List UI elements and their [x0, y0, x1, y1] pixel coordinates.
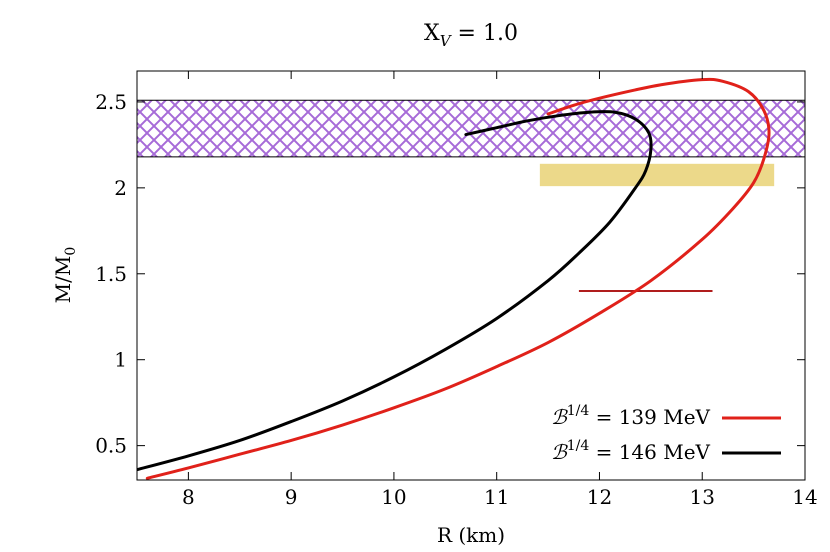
y-tick-label: 2.5	[95, 90, 127, 114]
axis-ticks: 8 9 10 11 12 13 14 0.5 1 1.5 2 2.5	[95, 71, 818, 509]
y-axis-label: M/M0	[51, 247, 79, 304]
legend: ℬ1/4 = 139 MeV ℬ1/4 = 146 MeV	[551, 403, 781, 464]
x-tick-label: 12	[587, 485, 612, 509]
x-tick-label: 8	[182, 485, 195, 509]
x-tick-label: 11	[484, 485, 509, 509]
legend-entry-139: ℬ1/4 = 139 MeV	[551, 403, 781, 429]
chart-title: XV = 1.0	[424, 21, 518, 50]
x-tick-label: 9	[285, 485, 298, 509]
y-tick-label: 2	[114, 176, 127, 200]
hatched-band	[137, 100, 805, 157]
x-tick-label: 13	[690, 485, 715, 509]
series-line-1	[137, 110, 653, 472]
x-tick-label: 10	[381, 485, 406, 509]
legend-label-146: ℬ1/4 = 146 MeV	[551, 438, 711, 464]
y-tick-label: 0.5	[95, 434, 127, 458]
legend-label-139: ℬ1/4 = 139 MeV	[551, 403, 711, 429]
filled-band	[539, 163, 775, 187]
plot-frame	[136, 70, 806, 481]
x-tick-label: 14	[792, 485, 817, 509]
series-line-0	[145, 77, 771, 480]
series-layer	[137, 77, 771, 480]
y-tick-label: 1	[114, 348, 127, 372]
constraint-bands	[137, 99, 805, 292]
y-tick-label: 1.5	[95, 262, 127, 286]
legend-entry-146: ℬ1/4 = 146 MeV	[551, 438, 781, 464]
x-axis-label: R (km)	[437, 523, 505, 547]
